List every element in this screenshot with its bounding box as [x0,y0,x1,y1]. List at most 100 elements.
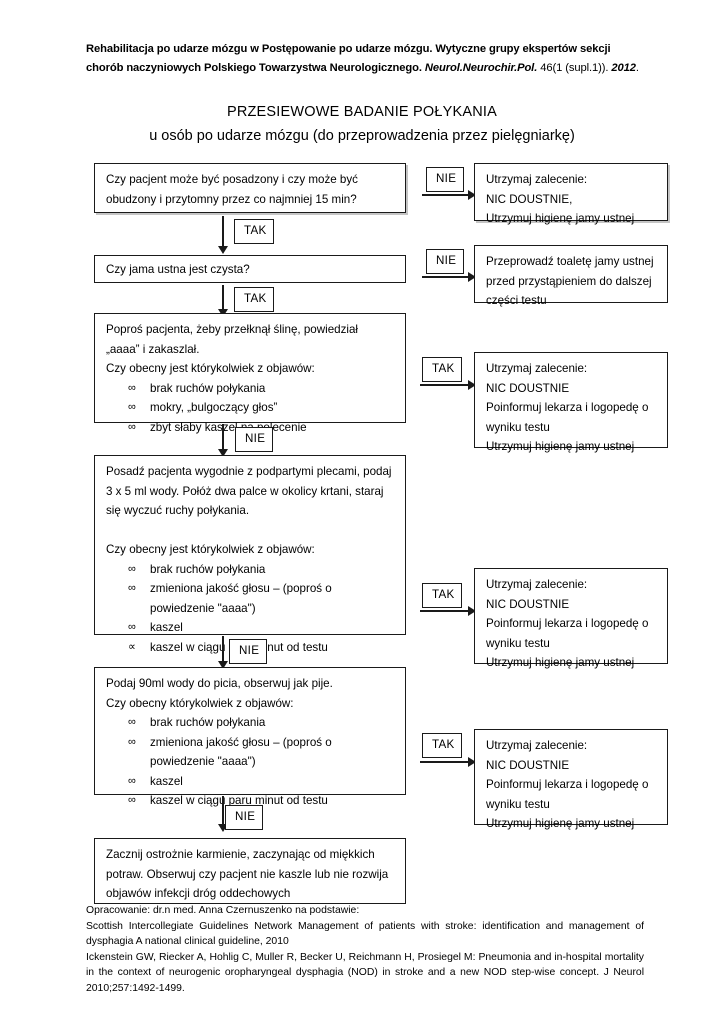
outcome3-line-2: NIC DOUSTNIE [486,381,570,395]
branch-label-no-2: NIE [426,249,464,274]
arrow-step3-to-outcome3 [420,380,476,391]
list-item: ∞ brak ruchów połykania [106,379,395,399]
flow-step-3-box: Poproś pacjenta, żeby przełknął ślinę, p… [94,313,406,434]
step6-line-1: Zacznij ostrożnie karmienie, zaczynając … [106,848,375,861]
outcome-1-box: Utrzymaj zalecenie: NIC DOUSTNIE, Utrzym… [474,163,668,225]
citation-period: . [635,62,639,74]
outcome3-line-1: Utrzymaj zalecenie: [486,362,588,375]
outcome3-line-3: Poinformuj lekarza i logopedę o [486,401,649,414]
list-item-label: kaszel w ciągu paru minut od testu [150,794,328,807]
infinity-bullet-icon: ∞ [128,774,136,787]
step4-line-1: Posadź pacjenta wygodnie z podpartymi pl… [106,465,392,478]
footer-author: Opracowanie: dr.n med. Anna Czernuszenko… [86,905,360,916]
outcome3-line-5: Utrzymuj higienę jamy ustnej [486,440,635,453]
citation-year: 2012 [611,62,636,74]
branch-label-yes-4: TAK [422,583,462,608]
step1-line-2: obudzony i przytomny przez co najmniej 1… [106,192,357,206]
infinity-bullet-icon: ∞ [128,401,136,413]
list-item-continuation: powiedzenie "aaaa") [106,752,395,772]
outcome1-line-2: NIC DOUSTNIE, [486,192,573,206]
infinity-bullet-icon: ∞ [128,621,136,633]
step6-line-2: potraw. Obserwuj czy pacjent nie kaszle … [106,867,389,881]
flow-step-5-box: Podaj 90ml wody do picia, obserwuj jak p… [94,667,406,807]
list-item-label: powiedzenie "aaaa") [150,755,256,768]
outcome5-line-1: Utrzymaj zalecenie: [486,739,588,752]
flow-step-4-box: Posadź pacjenta wygodnie z podpartymi pl… [94,455,406,654]
step3-line-1: Poproś pacjenta, żeby przełknął ślinę, p… [106,323,358,336]
branch-label-no-3: NIE [235,427,273,452]
list-item: ∞ zmieniona jakość głosu – (poproś o [106,579,395,599]
branch-label-yes-2: TAK [234,287,274,312]
list-item-label: kaszel [150,774,183,788]
branch-label-no-4: NIE [229,639,267,664]
outcome4-line-1: Utrzymaj zalecenie: [486,578,588,591]
infinity-bullet-icon: ∞ [128,562,136,575]
branch-label-no-5: NIE [225,805,263,830]
citation-volume: 46(1 (supl.1)). [540,62,609,74]
branch-label-yes-3: TAK [422,357,462,382]
step5-line-1: Podaj 90ml wody do picia, obserwuj jak p… [106,677,333,690]
outcome-5-box: Utrzymaj zalecenie: NIC DOUSTNIE Poinfor… [474,729,668,830]
outcome4-line-2: NIC DOUSTNIE [486,597,570,611]
outcome5-line-2: NIC DOUSTNIE [486,758,570,772]
outcome4-line-4: wyniku testu [486,636,550,650]
list-item-label: powiedzenie "aaaa") [150,601,256,615]
list-item: ∞ brak ruchów połykania [106,560,395,580]
outcome-2-box: Przeprowadź toaletę jamy ustnej przed pr… [474,245,668,307]
list-item: ∞ mokry, „bulgoczący głos” [106,398,395,418]
footer-reference-1: Scottish Intercollegiate Guidelines Netw… [86,920,644,948]
outcome5-line-4: wyniku testu [486,797,550,811]
list-item-label: brak ruchów połykania [150,716,266,729]
step1-line-1: Czy pacjent może być posadzony i czy moż… [106,173,358,186]
list-item-label: kaszel [150,621,183,634]
infinity-bullet-icon: ∞ [128,582,136,594]
list-item-label: brak ruchów połykania [150,381,266,395]
infinity-bullet-icon: ∞ [128,794,136,806]
outcome-4-box: Utrzymaj zalecenie: NIC DOUSTNIE Poinfor… [474,568,668,669]
proportional-bullet-icon: ∝ [128,640,136,653]
list-item: ∞ brak ruchów połykania [106,713,395,733]
step5-line-2: Czy obecny którykolwiek z objawów: [106,696,294,710]
outcome1-line-1: Utrzymaj zalecenie: [486,173,588,186]
list-item: ∞ zmieniona jakość głosu – (poproś o [106,733,395,753]
outcome2-line-1: Przeprowadź toaletę jamy ustnej [486,255,654,268]
infinity-bullet-icon: ∞ [128,381,136,394]
title-line-1: PRZESIEWOWE BADANIE POŁYKANIA [226,104,498,120]
outcome4-line-5: Utrzymuj higienę jamy ustnej [486,656,635,669]
step2-line-1: Czy jama ustna jest czysta? [106,263,250,276]
list-item-continuation: powiedzenie "aaaa") [106,599,395,619]
footer-reference-2: Ickenstein GW, Riecker A, Hohlig C, Mull… [86,951,644,994]
outcome4-line-3: Poinformuj lekarza i logopedę o [486,617,649,630]
footer-references: Opracowanie: dr.n med. Anna Czernuszenko… [86,903,644,997]
arrow-step4-to-outcome4 [420,606,476,617]
outcome5-line-3: Poinformuj lekarza i logopedę o [486,778,649,791]
list-item-label: brak ruchów połykania [150,562,266,576]
flow-step-2-box: Czy jama ustna jest czysta? [94,255,406,283]
arrow-step5-to-outcome5 [420,757,476,768]
infinity-bullet-icon: ∞ [128,735,136,748]
infinity-bullet-icon: ∞ [128,420,136,433]
step6-line-3: objawów infekcji dróg oddechowych [106,887,291,900]
arrow-step4-to-step5 [218,636,229,669]
list-item-label: zmieniona jakość głosu – (poproś o [150,582,332,595]
branch-label-no-1: NIE [426,167,464,192]
source-citation: Rehabilitacja po udarze mózgu w Postępow… [86,40,642,78]
outcome5-line-5: Utrzymuj higienę jamy ustnej [486,817,635,830]
step4-line-2: 3 x 5 ml wody. Połóż dwa palce w okolicy… [106,484,384,498]
outcome-3-box: Utrzymaj zalecenie: NIC DOUSTNIE Poinfor… [474,352,668,453]
flow-step-6-box: Zacznij ostrożnie karmienie, zaczynając … [94,838,406,904]
list-item: ∞ kaszel [106,772,395,792]
step3-line-3: Czy obecny jest którykolwiek z objawów: [106,362,315,375]
outcome3-line-4: wyniku testu [486,420,550,434]
list-item: ∞ kaszel w ciągu paru minut od testu [106,791,395,811]
arrow-step5-to-step6 [218,796,229,832]
flow-step-1-box: Czy pacjent może być posadzony i czy moż… [94,163,406,213]
step4-line-3: się wyczuć ruchy połykania. [106,504,250,517]
list-item-label: mokry, „bulgoczący głos” [150,401,278,414]
step4-spacer [106,521,395,541]
branch-label-yes-1: TAK [234,219,274,244]
list-item-label: zmieniona jakość głosu – (poproś o [150,735,332,749]
page-title: PRZESIEWOWE BADANIE POŁYKANIA u osób po … [0,100,724,148]
infinity-bullet-icon: ∞ [128,716,136,728]
